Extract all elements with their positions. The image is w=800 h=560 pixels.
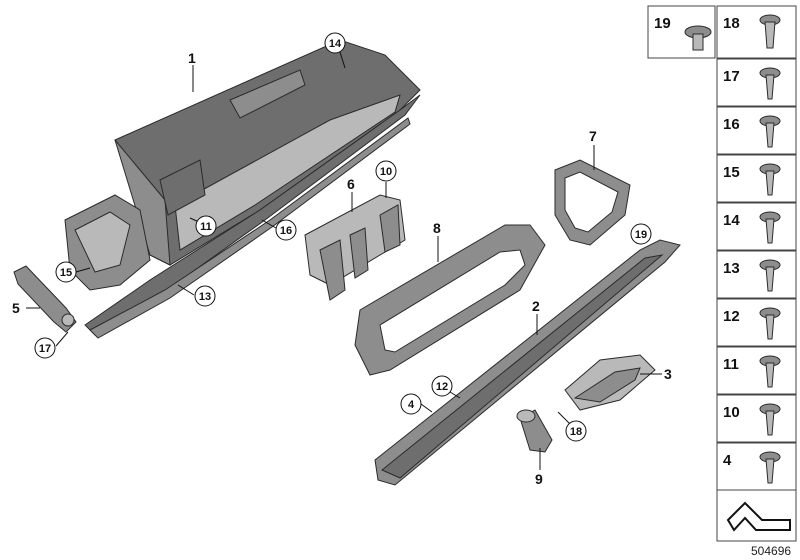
panel-label-4: 4 [723,452,732,469]
circled-15: 15 [55,261,77,283]
svg-text:10: 10 [380,166,392,178]
callout-9: 9 [535,471,543,487]
svg-text:13: 13 [199,291,211,303]
svg-text:18: 18 [570,426,582,438]
panel-label-14: 14 [723,212,740,229]
panel-cell-13: 13 [716,250,797,299]
panel-label-16: 16 [723,116,740,133]
svg-text:16: 16 [280,225,292,237]
fastener-shank-icon [765,314,775,340]
circled-14: 14 [324,32,346,54]
svg-text:17: 17 [39,343,51,355]
panel-cell-18: 18 [716,5,797,59]
circled-17: 17 [34,337,56,359]
part-2-glovebox-lid [374,239,681,486]
fastener-shank-icon [765,122,775,148]
circled-callouts: 14 10 11 16 15 13 17 19 12 4 18 [34,32,652,442]
fastener-shank-icon [765,74,775,100]
panel-cell-17: 17 [716,58,797,107]
circled-13: 13 [194,285,216,307]
fastener-shank-icon [765,218,775,244]
panel-cell-12: 12 [716,298,797,347]
fastener-shank-icon [765,410,775,436]
circled-11: 11 [195,215,217,237]
circled-19: 19 [630,223,652,245]
svg-text:19: 19 [635,229,647,241]
callout-1: 1 [188,50,196,66]
callout-numbers: 1 6 8 7 2 3 9 5 [12,50,672,487]
panel-cell-14: 14 [716,202,797,251]
part-3-handle [564,354,656,411]
panel-label-12: 12 [723,308,740,325]
panel-label-10: 10 [723,404,740,421]
panel-cell-11: 11 [716,346,797,395]
callout-8: 8 [433,220,441,236]
part-6-bracket [304,194,406,301]
svg-text:4: 4 [408,399,415,411]
circled-12: 12 [431,375,453,397]
panel-label-13: 13 [723,260,740,277]
svg-text:19: 19 [654,15,671,32]
part-8-frame [354,224,546,376]
panel-cell-10: 10 [716,394,797,443]
fastener-panel: 19 18 17 16 15 14 13 12 11 10 4 504696 [647,5,797,558]
panel-cell-16: 16 [716,106,797,155]
callout-2: 2 [532,298,540,314]
panel-cell-15: 15 [716,154,797,203]
callout-5: 5 [12,300,20,316]
part-9-lock-cylinder [516,409,553,453]
circled-4: 4 [400,393,422,415]
svg-text:11: 11 [200,221,212,233]
reference-number: 504696 [751,544,791,558]
callout-3: 3 [664,366,672,382]
svg-text:12: 12 [436,381,448,393]
circled-16: 16 [275,219,297,241]
panel-label-17: 17 [723,68,740,85]
part-5-linkage [13,265,77,333]
panel-label-11: 11 [723,356,739,373]
fastener-shank-icon [765,266,775,292]
part-7-strap [554,159,631,246]
callout-7: 7 [589,128,597,144]
panel-label-15: 15 [723,164,740,181]
panel-cell-direction-arrow [716,489,797,542]
fastener-shank-icon [765,170,775,196]
fastener-shank-icon [765,362,775,388]
panel-cell-4: 4 [716,442,797,491]
circled-10: 10 [375,160,397,182]
part-1-glovebox-housing [64,39,421,339]
svg-text:18: 18 [723,15,740,32]
circled-18: 18 [565,420,587,442]
panel-cell-19: 19 [647,5,716,59]
svg-text:15: 15 [60,267,72,279]
fastener-shank-icon [765,458,775,484]
svg-text:14: 14 [329,38,342,50]
callout-6: 6 [347,176,355,192]
